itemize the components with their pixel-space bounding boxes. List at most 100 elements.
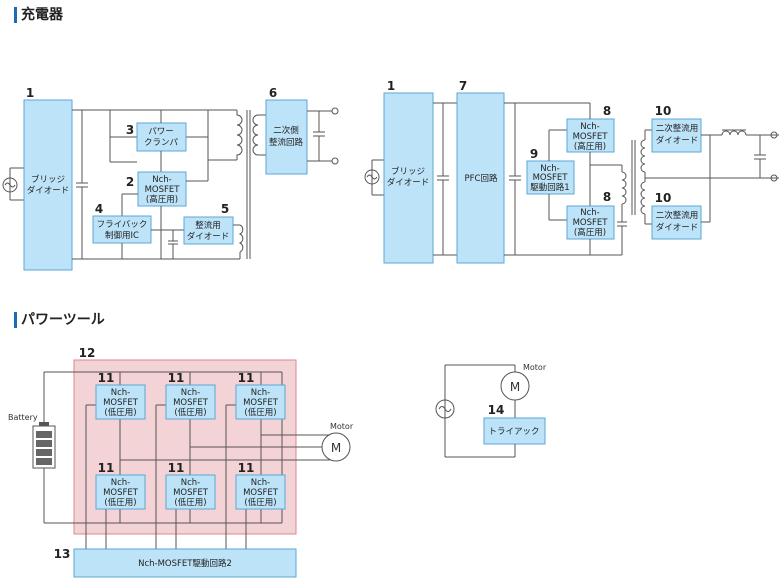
- bridge-label-1: ブリッジ: [391, 166, 425, 177]
- bridge-diode-block: [383, 92, 434, 264]
- motor-symbol: M: [331, 441, 341, 455]
- label-num-1: 1: [387, 79, 395, 93]
- label-num-14: 14: [488, 403, 505, 417]
- mosfet-driver-2-block: [73, 548, 297, 578]
- diode-top-label-2: ダイオード: [656, 135, 699, 146]
- section-title-power-tool: パワーツール: [14, 312, 105, 328]
- ac-source-icon: [364, 169, 380, 185]
- triac-label: トライアック: [488, 427, 539, 437]
- mosfet-top-label-2: MOSFET: [573, 132, 609, 142]
- nch-mosfet-lv-block: [165, 384, 216, 420]
- secondary-label-2: 整流回路: [269, 137, 304, 148]
- flyback-label-1: フライバック: [97, 220, 148, 230]
- label-num-9: 9: [530, 147, 538, 161]
- mosfet-lv-label-1: Nch-: [251, 388, 271, 398]
- mosfet-lv-label-3: (低圧用): [174, 497, 206, 508]
- nch-mosfet-lv-block: [165, 474, 216, 510]
- motor-label: Motor: [330, 422, 354, 431]
- mosfet-lv-label-3: (低圧用): [174, 407, 206, 418]
- mosfet-lv-label-1: Nch-: [181, 478, 201, 488]
- power-clamp-block: [136, 122, 187, 152]
- triac-diagram: M Motor トライアック 14: [435, 363, 547, 458]
- mosfet-driver-1-block: [526, 160, 575, 195]
- mosfet-lv-label-1: Nch-: [181, 388, 201, 398]
- mosfet-lv-label-2: MOSFET: [173, 488, 209, 498]
- label-num-11: 11: [238, 371, 255, 385]
- mosfet-bottom-label-1: Nch-: [580, 208, 600, 218]
- motor-symbol: M: [510, 380, 520, 394]
- charger-left-diagram: ブリッジ ダイオード 1 パワー クランパ 3 Nch- MOSFET (高圧用…: [2, 86, 339, 271]
- rectifier-diode-block: [183, 216, 234, 245]
- rect-label-2: ダイオード: [187, 231, 230, 242]
- diode-bottom-label-2: ダイオード: [656, 222, 699, 233]
- driver-label-3: 駆動回路1: [530, 182, 569, 193]
- mosfet-lv-label-1: Nch-: [111, 478, 131, 488]
- label-num-11: 11: [168, 371, 185, 385]
- label-num-10: 10: [655, 104, 672, 118]
- diode-top-label-1: 二次整流用: [656, 123, 699, 134]
- label-num-6: 6: [269, 86, 277, 100]
- nch-mosfet-lv-block: [235, 474, 286, 510]
- output-terminal-icon: [331, 157, 339, 165]
- mosfet-lv-label-2: MOSFET: [103, 488, 139, 498]
- flyback-ic-block: [92, 215, 152, 244]
- mosfet-label-2: MOSFET: [145, 185, 181, 195]
- secondary-diode-top-block: [651, 118, 702, 153]
- mosfet-label-3: (高圧用): [146, 194, 178, 205]
- driver-label-2: MOSFET: [533, 173, 569, 183]
- label-num-10: 10: [655, 191, 672, 205]
- label-num-1: 1: [26, 86, 34, 100]
- mosfet-lv-label-3: (低圧用): [104, 497, 136, 508]
- mosfet-lv-label-1: Nch-: [251, 478, 271, 488]
- bridge-diode-block: [23, 99, 73, 271]
- mosfet-lv-label-2: MOSFET: [243, 398, 279, 408]
- label-num-5: 5: [221, 202, 229, 216]
- output-terminal-icon: [770, 131, 778, 139]
- label-num-11: 11: [168, 461, 185, 475]
- mosfet-bottom-label-2: MOSFET: [573, 218, 609, 228]
- mosfet-label-1: Nch-: [152, 175, 172, 185]
- clamp-label-2: クランパ: [144, 138, 179, 148]
- bridge-label-2: ダイオード: [27, 185, 70, 196]
- mosfet-bottom-label-3: (高圧用): [574, 227, 606, 238]
- diode-bottom-label-1: 二次整流用: [656, 210, 699, 221]
- label-num-3: 3: [126, 123, 134, 137]
- label-num-13: 13: [54, 547, 71, 561]
- secondary-diode-bottom-block: [651, 205, 702, 240]
- label-num-11: 11: [98, 371, 115, 385]
- label-num-2: 2: [126, 175, 134, 189]
- nch-mosfet-lv-block: [235, 384, 286, 420]
- pfc-label: PFC回路: [465, 173, 498, 184]
- label-num-12: 12: [79, 346, 96, 360]
- ac-source-icon: [2, 177, 18, 193]
- secondary-label-1: 二次側: [273, 125, 299, 136]
- mosfet-lv-label-1: Nch-: [111, 388, 131, 398]
- charger-right-diagram: ブリッジ ダイオード 1 PFC回路 7 Nch- MOSFET 駆動回路1 9…: [364, 79, 779, 264]
- ac-source-icon: [435, 399, 455, 419]
- battery-label: Battery: [8, 413, 38, 422]
- label-num-7: 7: [459, 79, 467, 93]
- bridge-label-1: ブリッジ: [31, 174, 65, 185]
- driver-label-1: Nch-: [540, 164, 560, 174]
- label-num-8: 8: [603, 190, 611, 204]
- bridge-label-2: ダイオード: [387, 177, 430, 188]
- output-terminal-icon: [331, 107, 339, 115]
- mosfet-lv-label-3: (低圧用): [244, 407, 276, 418]
- mosfet-top-label-1: Nch-: [580, 122, 600, 132]
- label-num-4: 4: [95, 202, 103, 216]
- mosfet-lv-label-2: MOSFET: [103, 398, 139, 408]
- nch-mosfet-hv-block: [137, 171, 187, 207]
- mosfet-top-label-3: (高圧用): [574, 141, 606, 152]
- label-num-11: 11: [98, 461, 115, 475]
- rect-label-1: 整流用: [195, 220, 221, 231]
- triac-block: [483, 417, 546, 445]
- section-title-charger: 充電器: [14, 7, 63, 23]
- secondary-rectifier-block: [265, 99, 308, 175]
- motor-label: Motor: [523, 363, 547, 372]
- mosfet-lv-label-2: MOSFET: [243, 488, 279, 498]
- mosfet-lv-label-3: (低圧用): [244, 497, 276, 508]
- clamp-label-1: パワー: [148, 127, 174, 137]
- output-terminal-icon: [770, 174, 778, 182]
- nch-mosfet-lv-block: [95, 384, 146, 420]
